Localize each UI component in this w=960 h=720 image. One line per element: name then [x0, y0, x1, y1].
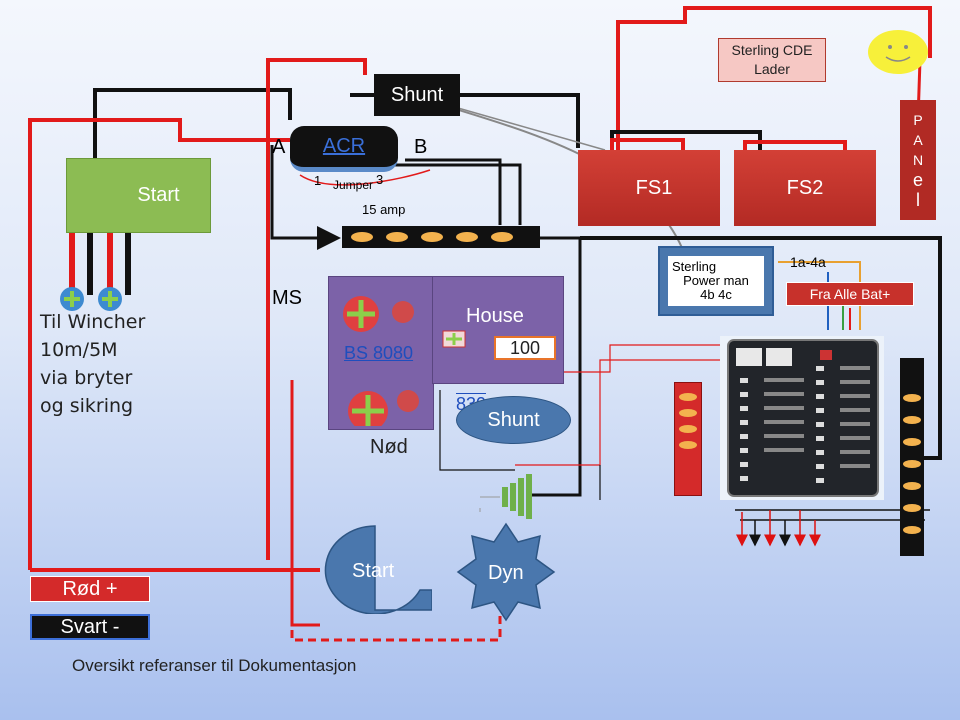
wincher-line-2: 10m/5M: [40, 339, 118, 361]
wincher-line-3: via bryter: [40, 367, 133, 389]
fra-alle-label: Fra Alle Bat+: [809, 286, 891, 302]
terminal-a-label: A: [272, 136, 286, 158]
terminal-b-label: B: [414, 136, 428, 158]
panel-letter-n: N: [912, 152, 924, 168]
jumper-3: 3: [376, 172, 384, 187]
bs8080-label: BS 8080: [344, 343, 414, 363]
jumper-label: Jumper: [333, 178, 374, 192]
legend-red: Rød +: [30, 576, 150, 602]
shunt-oval: Shunt: [456, 396, 571, 444]
black-wire-start: [93, 88, 292, 160]
alternator-symbol-icon: [479, 474, 532, 519]
label-1a4a: 1a-4a: [790, 254, 826, 270]
fuse-fs1: FS1: [578, 150, 720, 226]
house-value-box: 100: [494, 336, 556, 360]
start-motor-label: Start: [352, 560, 395, 582]
panel-output-arrows: [735, 509, 930, 547]
ms-label: MS: [272, 287, 302, 309]
power-man-line2: Power man: [683, 273, 749, 288]
power-man-line1: Sterling: [672, 259, 717, 274]
panel-box: P A N e l: [900, 100, 936, 220]
panel-letter-l: l: [916, 190, 920, 210]
red-wire-smiley: [616, 6, 932, 150]
red-fuse-block: [674, 382, 702, 496]
panel-letter-p: P: [913, 112, 923, 128]
power-man-line3: 4b 4c: [700, 287, 732, 302]
acr-relay: ACR: [290, 126, 398, 172]
dynamo: Dyn: [456, 522, 556, 622]
wincher-text: Til Wincher 10m/5M via bryter og sikring: [40, 308, 145, 420]
acr-label: ACR: [322, 135, 366, 157]
shunt-oval-label: Shunt: [487, 408, 540, 431]
sterling-charger: Sterling CDE Lader: [718, 38, 826, 82]
red-main-wire: [28, 118, 290, 570]
breaker-panel-icon: [720, 336, 884, 500]
house-label: House: [466, 305, 524, 327]
start-motor: Start: [320, 524, 433, 615]
wincher-line-1: Til Wincher: [40, 311, 146, 333]
battery-house: [432, 276, 564, 384]
fra-alle-bat: Fra Alle Bat+: [786, 282, 914, 306]
black-wire-negative: [530, 236, 582, 497]
sterling-power-man: Sterling Power man 4b 4c: [658, 246, 774, 316]
wincher-terminals-icon: [60, 287, 122, 311]
charger-line2: Lader: [754, 61, 790, 77]
legend-black-label: Svart -: [60, 615, 120, 638]
amp-label: 15 amp: [362, 202, 406, 217]
footer-text: Oversikt referanser til Dokumentasjon: [72, 656, 357, 675]
dynamo-label: Dyn: [488, 562, 524, 584]
battery-terminals-icon: [343, 296, 466, 426]
start-box-label: Start: [137, 184, 180, 206]
legend-red-label: Rød +: [62, 577, 118, 600]
nod-label: Nød: [370, 436, 408, 458]
fuse-fs2: FS2: [734, 150, 876, 226]
fs1-label: FS1: [635, 176, 673, 199]
shunt-top-label: Shunt: [390, 83, 444, 106]
shunt-top: Shunt: [374, 74, 460, 116]
panel-letter-e: e: [912, 170, 923, 190]
busbar: [342, 226, 540, 248]
charger-line1: Sterling CDE: [731, 42, 813, 58]
jumper-1: 1: [314, 173, 322, 188]
legend-black: Svart -: [30, 614, 150, 640]
house-value: 100: [509, 337, 541, 358]
start-box: Start: [66, 158, 211, 233]
smiley-icon: [868, 30, 928, 74]
wincher-line-4: og sikring: [40, 395, 134, 417]
panel-letter-a: A: [913, 132, 923, 148]
fs2-label: FS2: [786, 176, 824, 199]
negative-busbar: [900, 358, 924, 556]
